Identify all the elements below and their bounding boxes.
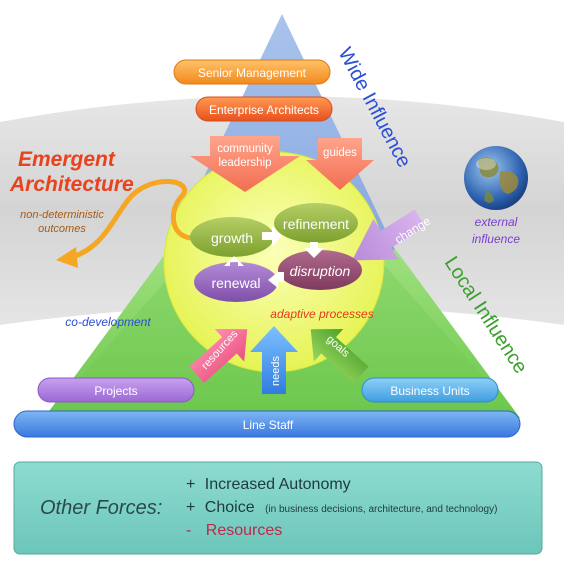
projects-label: Projects bbox=[94, 384, 137, 398]
svg-text:- Resources: - Resources bbox=[186, 522, 282, 539]
change-arrow bbox=[352, 209, 426, 261]
projects-pill[interactable] bbox=[37, 377, 195, 403]
guides-arrow bbox=[306, 138, 374, 190]
disruption-to-renewal-arrow bbox=[268, 272, 284, 288]
senior-management-pill[interactable] bbox=[173, 59, 331, 85]
external-influence-line1: external bbox=[475, 215, 518, 229]
svg-text:+ Choice (in busin: + Choice (in business decisions, archite… bbox=[186, 499, 497, 516]
other-forces-note-2: (in business decisions, architecture, an… bbox=[265, 504, 497, 515]
guides-label: guides bbox=[323, 147, 357, 159]
line-staff-label: Line Staff bbox=[243, 418, 294, 432]
other-forces-box bbox=[13, 461, 543, 555]
non-deterministic-line2: outcomes bbox=[38, 223, 86, 235]
emergent-curve bbox=[67, 179, 199, 261]
needs-label: needs bbox=[270, 356, 282, 386]
external-influence-line2: influence bbox=[472, 232, 520, 246]
other-forces-text-2: Choice bbox=[205, 499, 255, 516]
disruption-label: disruption bbox=[290, 263, 351, 279]
resources-arrow bbox=[189, 328, 248, 383]
other-forces-sign-1: + bbox=[186, 476, 195, 493]
enterprise-architects-label: Enterprise Architects bbox=[209, 103, 319, 117]
line-staff-bar[interactable] bbox=[13, 410, 521, 438]
other-forces-text-3: Resources bbox=[206, 522, 282, 539]
other-forces-item-1: + Increased Autonomy bbox=[186, 476, 351, 493]
renewal-label: renewal bbox=[211, 275, 260, 291]
growth-to-refinement-arrow bbox=[262, 226, 282, 246]
other-forces-title: Other Forces: bbox=[40, 497, 162, 519]
globe-icon bbox=[464, 146, 528, 210]
refinement-label: refinement bbox=[283, 216, 349, 232]
needs-arrow bbox=[250, 326, 298, 394]
emergent-title-line1: Emergent bbox=[18, 148, 116, 171]
other-forces-sign-3: - bbox=[186, 522, 191, 539]
growth-node[interactable] bbox=[190, 217, 274, 257]
emergent-title-line2: Architecture bbox=[9, 173, 134, 196]
enterprise-architects-pill[interactable] bbox=[195, 96, 333, 122]
refinement-node[interactable] bbox=[274, 203, 358, 243]
svg-text:+ Increased Autonomy: + Increased Autonomy bbox=[186, 476, 351, 493]
renewal-node[interactable] bbox=[194, 262, 278, 302]
business-units-label: Business Units bbox=[390, 384, 469, 398]
non-deterministic-line1: non-deterministic bbox=[20, 209, 104, 221]
disruption-node[interactable] bbox=[278, 250, 362, 290]
other-forces-text-1: Increased Autonomy bbox=[205, 476, 351, 493]
other-forces-sign-2: + bbox=[186, 499, 195, 516]
goals-arrow bbox=[310, 328, 369, 383]
other-forces-item-3: - Resources bbox=[186, 522, 282, 539]
refinement-to-disruption-arrow bbox=[304, 242, 324, 258]
adaptive-processes-label: adaptive processes bbox=[270, 307, 373, 321]
community-leadership-arrow bbox=[190, 136, 300, 192]
emergent-arrowhead bbox=[56, 247, 78, 268]
co-development-label: co-development bbox=[65, 315, 151, 329]
business-units-pill[interactable] bbox=[361, 377, 499, 403]
renewal-to-growth-arrow bbox=[224, 256, 244, 266]
senior-management-label: Senior Management bbox=[198, 66, 307, 80]
growth-label: growth bbox=[211, 230, 253, 246]
other-forces-item-2: + Choice (in business decisions, archite… bbox=[186, 499, 497, 516]
